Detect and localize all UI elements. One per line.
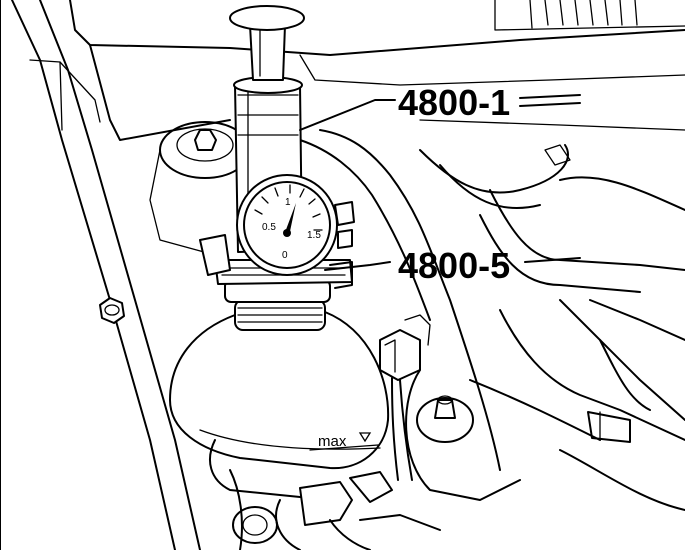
fender-edge — [0, 0, 201, 550]
max-level-mark: max — [318, 433, 347, 450]
gauge-scale-1: 1 — [285, 197, 291, 208]
callout-leaders — [299, 94, 581, 271]
coolant-reservoir: max — [169, 311, 390, 501]
electrical-connector — [379, 314, 431, 481]
max-level-arrow — [358, 432, 372, 443]
cowl-panel — [69, 0, 685, 141]
gauge-needle — [284, 203, 296, 236]
pressure-gauge: 1 0.5 1.5 0 — [236, 174, 355, 276]
callout-adapter-label: 4800-5 — [398, 245, 510, 286]
fender-bolt — [99, 297, 125, 324]
callout-tester-label: 4800-1 — [398, 82, 510, 123]
gauge-scale-15: 1.5 — [307, 230, 321, 241]
lower-hoses — [229, 469, 441, 550]
gauge-scale-05: 0.5 — [262, 222, 276, 233]
air-box — [469, 176, 685, 443]
gauge-scale-0: 0 — [282, 250, 288, 261]
lower-bracket — [405, 369, 685, 511]
strut-dome — [149, 121, 251, 256]
